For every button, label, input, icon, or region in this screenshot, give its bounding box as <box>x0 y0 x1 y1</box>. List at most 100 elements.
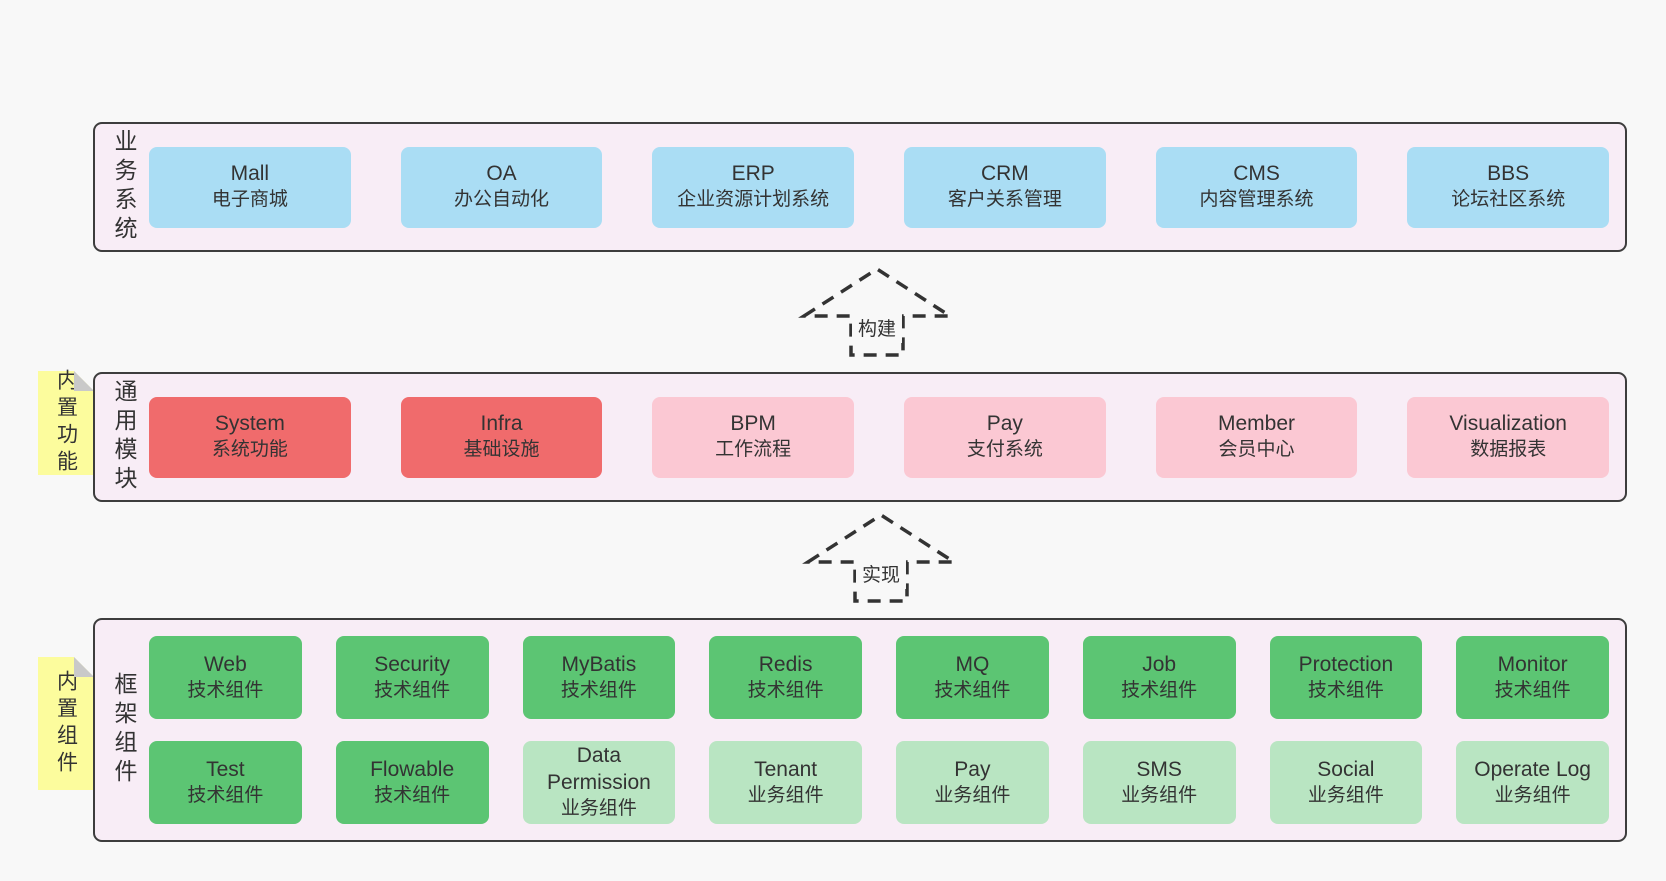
box-subtitle: 技术组件 <box>374 679 451 701</box>
box-subtitle: 数据报表 <box>1470 439 1547 461</box>
box-mall: Mall 电子商城 <box>149 146 351 228</box>
box-operate-log: Operate Log 业务组件 <box>1456 741 1609 824</box>
box-crm: CRM 客户关系管理 <box>904 146 1106 228</box>
box-visualization: Visualization 数据报表 <box>1407 396 1610 478</box>
box-sms: SMS 业务组件 <box>1082 741 1236 824</box>
note-text: 内置组件 <box>54 669 78 778</box>
box-bpm: BPM 工作流程 <box>652 396 855 478</box>
sticky-note-builtin-components: 内置组件 <box>38 657 94 790</box>
box-title: OA <box>486 162 517 186</box>
layer-modules-label: 通用模块 <box>111 379 137 495</box>
box-title: Monitor <box>1497 652 1568 676</box>
box-title: Job <box>1142 652 1177 676</box>
arrow-implement-label: 实现 <box>855 558 907 589</box>
box-subtitle: 会员中心 <box>1218 439 1295 461</box>
box-subtitle: 电子商城 <box>211 189 288 211</box>
box-test: Test 技术组件 <box>149 741 302 824</box>
box-title: MQ <box>955 652 990 676</box>
box-pay-component: Pay 业务组件 <box>896 741 1049 824</box>
box-title: Flowable <box>370 757 455 781</box>
layer-business-systems: 业务系统 Mall 电子商城 OA 办公自动化 ERP 企业资源计划系统 CRM… <box>93 122 1627 252</box>
box-subtitle: 业务组件 <box>1121 784 1198 806</box>
box-title: MyBatis <box>561 652 637 676</box>
box-mybatis: MyBatis 技术组件 <box>522 636 676 719</box>
box-title: BBS <box>1487 162 1530 186</box>
box-oa: OA 办公自动化 <box>400 146 603 228</box>
box-infra: Infra 基础设施 <box>400 396 603 478</box>
layer-business-label: 业务系统 <box>111 129 137 245</box>
box-subtitle: 论坛社区系统 <box>1451 189 1566 211</box>
box-protection: Protection 技术组件 <box>1269 636 1423 719</box>
box-pay-module: Pay 支付系统 <box>904 396 1106 478</box>
box-title: CMS <box>1233 162 1280 186</box>
box-title: Pay <box>954 757 991 781</box>
box-subtitle: 技术组件 <box>187 679 264 701</box>
box-subtitle: 系统功能 <box>211 439 288 461</box>
box-title: Protection <box>1298 652 1394 676</box>
box-title: Visualization <box>1449 412 1567 436</box>
box-title: Web <box>203 652 247 676</box>
box-data-permission: Data Permission 业务组件 <box>522 741 676 824</box>
component-rows: Web 技术组件 Security 技术组件 MyBatis 技术组件 Redi… <box>135 620 1625 840</box>
box-title: Data Permission <box>546 744 651 794</box>
layer-components-label: 框架组件 <box>111 672 137 788</box>
box-redis: Redis 技术组件 <box>709 636 862 719</box>
arrow-implement: 实现 <box>802 512 960 604</box>
box-subtitle: 业务组件 <box>1307 784 1384 806</box>
box-mq: MQ 技术组件 <box>896 636 1049 719</box>
layer-framework-components: 框架组件 Web 技术组件 Security 技术组件 MyBatis 技术组件… <box>93 618 1627 842</box>
box-title: Infra <box>480 412 523 436</box>
box-erp: ERP 企业资源计划系统 <box>652 146 855 228</box>
box-monitor: Monitor 技术组件 <box>1456 636 1609 719</box>
sticky-note-builtin-features: 内置功能 <box>38 369 94 477</box>
box-title: ERP <box>731 162 775 186</box>
box-title: Test <box>206 757 245 781</box>
box-job: Job 技术组件 <box>1082 636 1236 719</box>
box-subtitle: 业务组件 <box>747 784 824 806</box>
box-subtitle: 基础设施 <box>463 439 540 461</box>
box-subtitle: 技术组件 <box>747 679 824 701</box>
box-title: Tenant <box>754 757 818 781</box>
box-system: System 系统功能 <box>149 396 351 478</box>
box-title: Member <box>1218 412 1296 436</box>
box-title: BPM <box>730 412 776 436</box>
box-web: Web 技术组件 <box>149 636 302 719</box>
box-cms: CMS 内容管理系统 <box>1155 146 1358 228</box>
box-subtitle: 业务组件 <box>934 784 1011 806</box>
box-title: Social <box>1317 757 1375 781</box>
box-title: Security <box>374 652 451 676</box>
box-title: Operate Log <box>1474 757 1591 781</box>
component-row-2: Test 技术组件 Flowable 技术组件 Data Permission … <box>149 741 1609 824</box>
box-title: Mall <box>230 162 270 186</box>
layer-common-modules: 通用模块 System 系统功能 Infra 基础设施 BPM 工作流程 Pay… <box>93 372 1627 502</box>
box-security: Security 技术组件 <box>335 636 489 719</box>
box-subtitle: 技术组件 <box>374 784 451 806</box>
box-subtitle: 业务组件 <box>560 797 637 819</box>
box-subtitle: 技术组件 <box>934 679 1011 701</box>
box-subtitle: 技术组件 <box>187 784 264 806</box>
box-subtitle: 企业资源计划系统 <box>677 189 830 211</box>
component-row-1: Web 技术组件 Security 技术组件 MyBatis 技术组件 Redi… <box>149 636 1609 719</box>
box-title: CRM <box>980 162 1029 186</box>
box-tenant: Tenant 业务组件 <box>709 741 862 824</box>
box-subtitle: 内容管理系统 <box>1199 189 1314 211</box>
box-title: SMS <box>1136 757 1182 781</box>
box-subtitle: 技术组件 <box>1494 679 1571 701</box>
box-flowable: Flowable 技术组件 <box>335 741 489 824</box>
box-title: Redis <box>758 652 813 676</box>
box-subtitle: 技术组件 <box>1121 679 1198 701</box>
box-subtitle: 业务组件 <box>1494 784 1571 806</box>
arrow-build: 构建 <box>798 266 956 358</box>
arrow-build-label: 构建 <box>851 312 903 343</box>
box-subtitle: 工作流程 <box>715 439 792 461</box>
box-subtitle: 技术组件 <box>560 679 637 701</box>
box-subtitle: 技术组件 <box>1307 679 1384 701</box>
box-subtitle: 客户关系管理 <box>947 189 1062 211</box>
box-title: System <box>214 412 285 436</box>
box-title: Pay <box>986 412 1023 436</box>
box-bbs: BBS 论坛社区系统 <box>1407 146 1610 228</box>
business-boxes: Mall 电子商城 OA 办公自动化 ERP 企业资源计划系统 CRM 客户关系… <box>135 124 1625 250</box>
note-text: 内置功能 <box>54 369 78 477</box>
box-subtitle: 办公自动化 <box>454 189 550 211</box>
module-boxes: System 系统功能 Infra 基础设施 BPM 工作流程 Pay 支付系统… <box>135 374 1625 500</box>
